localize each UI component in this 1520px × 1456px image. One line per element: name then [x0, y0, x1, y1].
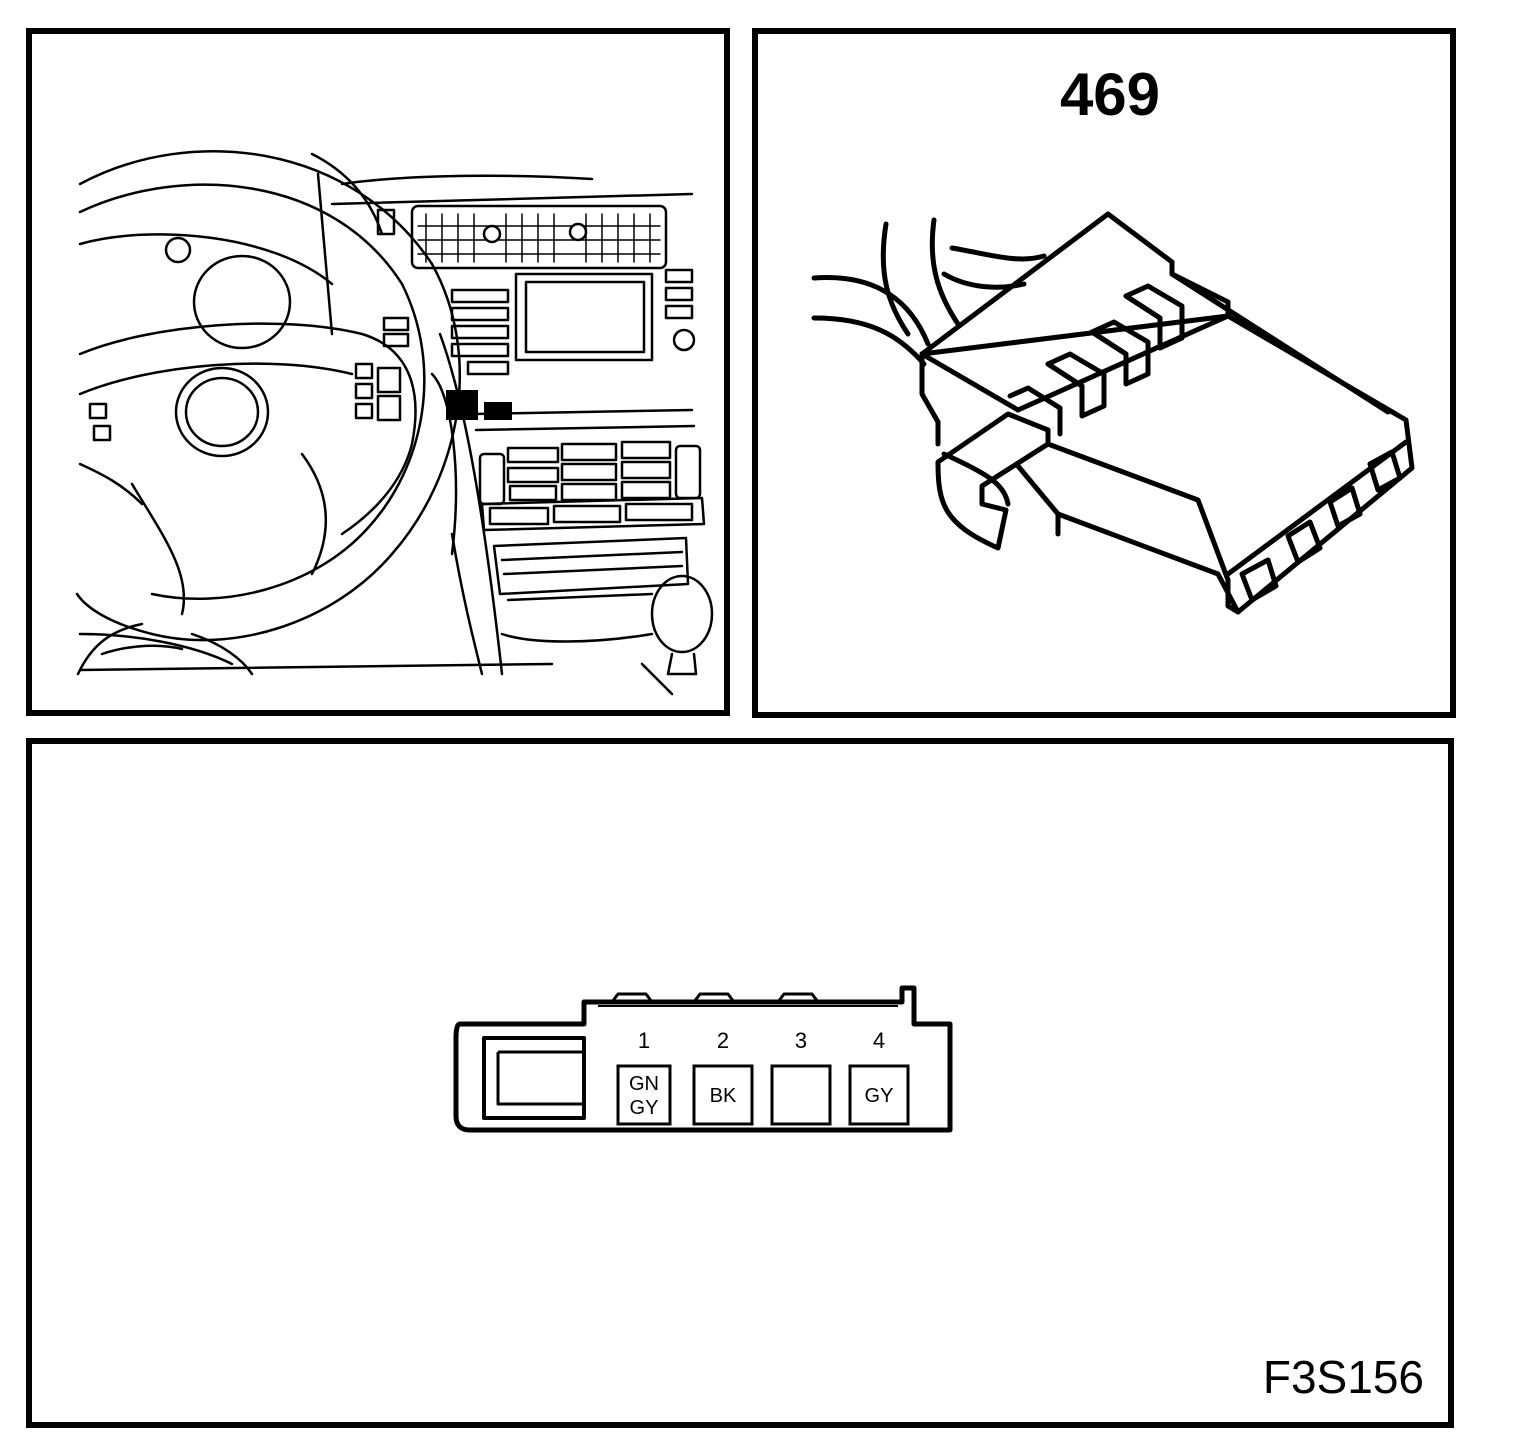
pinout-panel: 1 GN GY 2 BK 3 4 GY F3S156 [26, 738, 1454, 1428]
pin-4-number: 4 [873, 1028, 885, 1053]
pin-2-number: 2 [717, 1028, 729, 1053]
figure-reference: F3S156 [1262, 1351, 1424, 1403]
connector-view-panel: 469 [752, 28, 1456, 718]
pin-cavity-2: 2 BK [692, 1028, 754, 1126]
location-panel [26, 28, 730, 716]
pin-4-wire-color: GY [865, 1085, 894, 1107]
pin-1-wire-color-2: GY [630, 1097, 659, 1119]
connector-illustration [811, 211, 1415, 615]
component-location-marker [446, 390, 478, 420]
pin-2-wire-color: BK [710, 1085, 737, 1107]
pin-1-number: 1 [638, 1028, 650, 1053]
pin-3-number: 3 [795, 1028, 807, 1053]
pin-cavity-1: 1 GN GY [616, 1028, 672, 1126]
pin-1-wire-color-1: GN [629, 1073, 659, 1095]
pin-cavity-3: 3 [770, 1028, 832, 1126]
pin-cavity-4: 4 GY [848, 1028, 910, 1126]
dashboard-illustration [75, 150, 714, 696]
connector-number: 469 [1059, 61, 1161, 128]
connector-pinout-diagram: 1 GN GY 2 BK 3 4 GY [453, 985, 953, 1133]
